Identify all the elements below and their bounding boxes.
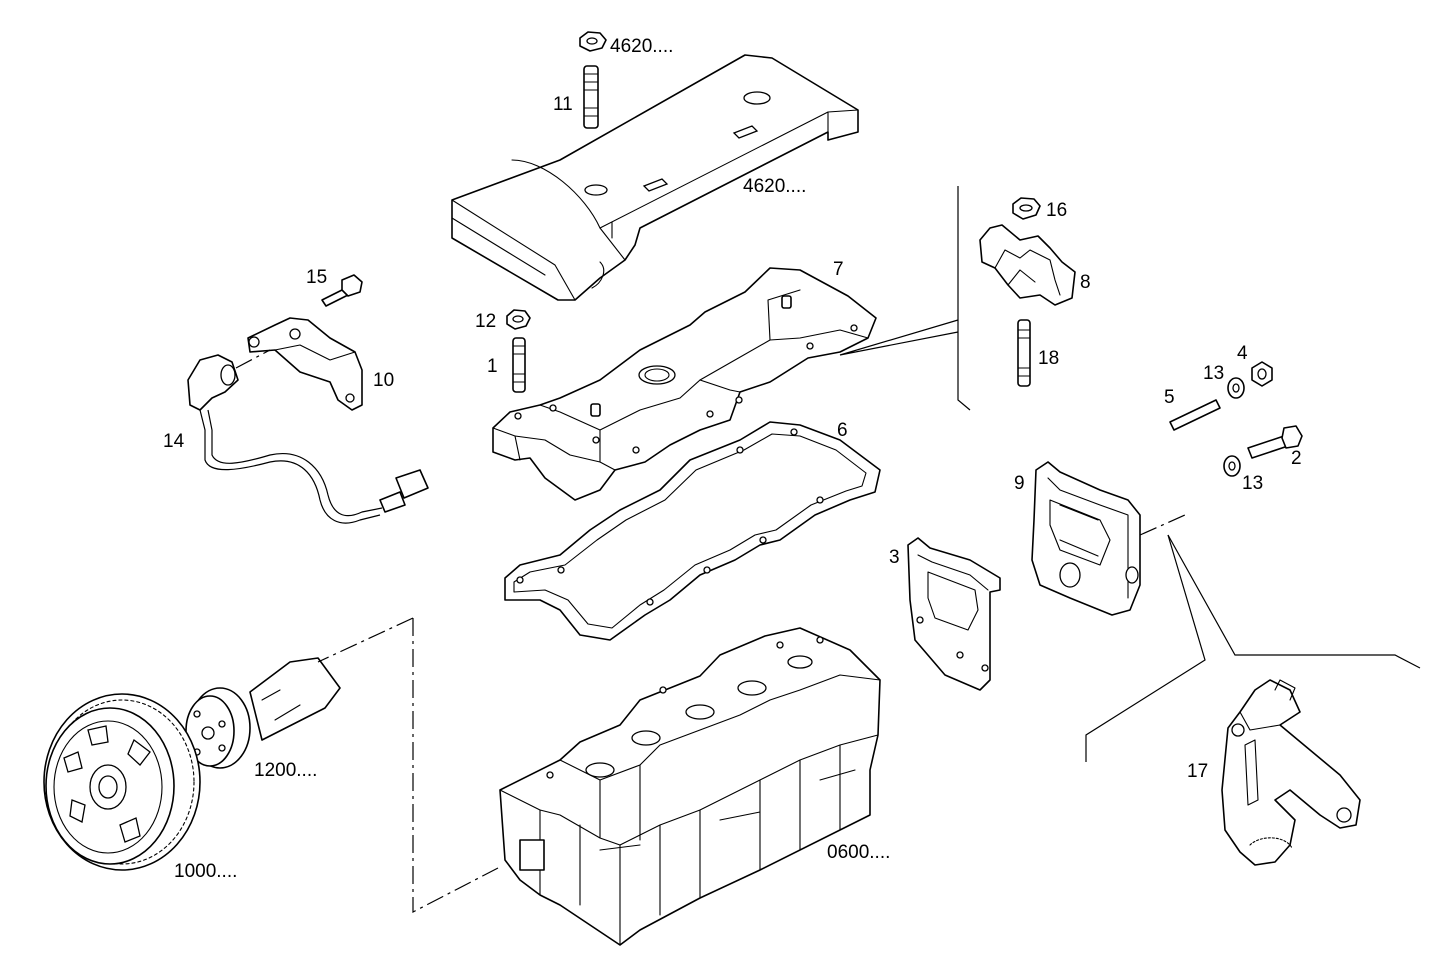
screw-15	[321, 274, 363, 307]
washer-13b	[1223, 455, 1241, 477]
housing-9	[1031, 461, 1141, 616]
callout-1200: 1200....	[254, 760, 317, 781]
cam-sensor	[187, 354, 429, 524]
callout-18: 18	[1038, 348, 1059, 369]
callout-3: 3	[889, 547, 900, 568]
reference-lines	[235, 186, 1421, 913]
callout-6: 6	[837, 420, 848, 441]
valve-cover-gasket	[504, 421, 881, 641]
callout-11: 11	[553, 94, 573, 115]
callout-14: 14	[163, 431, 185, 452]
nut-4	[1251, 361, 1273, 387]
callout-13-lower: 13	[1242, 473, 1263, 494]
callout-9: 9	[1014, 473, 1025, 494]
stud-5	[1169, 399, 1221, 431]
engine-cover	[451, 54, 859, 301]
camshaft	[185, 657, 341, 769]
cylinder-head	[499, 627, 881, 946]
callout-0600: 0600....	[827, 842, 890, 863]
callout-1000: 1000....	[174, 861, 237, 882]
washer-13a	[1227, 377, 1245, 399]
sensor-bracket	[247, 317, 363, 411]
callout-labels: 4620.... 11 4620.... 15 7 16 8 12 10 1 1…	[163, 36, 1302, 882]
callout-15: 15	[306, 267, 327, 288]
cover-nut	[579, 31, 607, 52]
valve-cover	[492, 267, 877, 501]
bracket-8	[979, 224, 1076, 306]
callout-4: 4	[1237, 343, 1248, 364]
tensioner-17	[1221, 679, 1361, 866]
screw-2	[1247, 425, 1303, 459]
callout-12: 12	[475, 311, 496, 332]
stud-11	[583, 65, 599, 129]
callout-17: 17	[1187, 761, 1208, 782]
camshaft-pulley	[43, 693, 201, 871]
callout-10: 10	[373, 370, 394, 391]
callout-1: 1	[487, 356, 498, 377]
callout-4620-top: 4620....	[610, 36, 673, 57]
callout-13-upper: 13	[1203, 363, 1224, 384]
nut-12	[506, 309, 531, 330]
stud-18	[1017, 319, 1031, 387]
callout-8: 8	[1080, 272, 1091, 293]
callout-5: 5	[1164, 387, 1175, 408]
callout-2: 2	[1291, 448, 1302, 469]
stud-1	[512, 337, 526, 393]
callout-7: 7	[833, 259, 844, 280]
callout-4620-cover: 4620....	[743, 176, 806, 197]
nut-16	[1012, 197, 1041, 220]
gasket-3	[907, 537, 1001, 691]
callout-16: 16	[1046, 200, 1067, 221]
